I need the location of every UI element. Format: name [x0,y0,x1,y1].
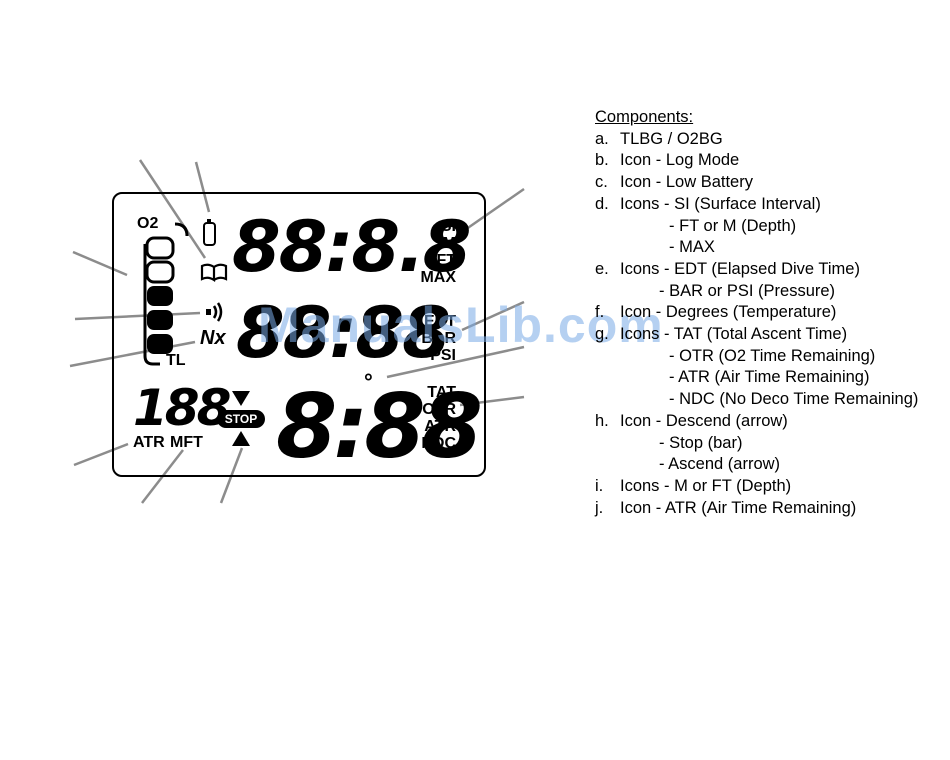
component-text: Icon - Log Mode [620,151,740,170]
component-text: Icons - M or FT (Depth) [620,476,792,495]
component-text: Icons - SI (Surface Interval) [620,194,821,213]
component-letter: f. [595,303,605,322]
label-atr: ATR [133,434,165,451]
components-items: a. TLBG / O2BG b. Icon - Log Mode c. Icon - L… [595,129,918,520]
leader-line-a [72,250,128,277]
unit-si: SI [440,218,456,235]
component-item: a. TLBG / O2BG [595,129,918,151]
component-subtext: - MAX [669,238,715,257]
o2-label: O2 [137,215,159,232]
leader-lines [69,159,525,504]
component-item: f. Icon - Degrees (Temperature) [595,302,918,324]
component-letter: g. [595,325,609,344]
component-text: Icon - Degrees (Temperature) [620,303,837,322]
component-letter: e. [595,259,609,278]
component-letter: h. [595,411,609,430]
component-item: j. Icon - ATR (Air Time Remaining) [595,498,918,520]
components-list: Components: a. TLBG / O2BG b. Icon - Log Mo… [595,107,918,519]
component-item: h. Icon - Descend (arrow) [595,411,918,433]
leader-line-nx [69,340,196,368]
component-text: Icons - EDT (Elapsed Dive Time) [620,259,860,278]
nx-label: Nx [200,327,226,349]
logbook-icon [200,263,228,282]
lcd-diagram: O2 TL Nx 88:8.8 SI M FT MAX 88:88 EDT BA… [0,0,560,560]
degree-icon: ° [364,369,373,394]
watermark: ManualsLib.com [258,297,664,353]
depth-digits: 88:8.8 [232,206,471,288]
component-item: g. Icons - TAT (Total Ascent Time) [595,324,918,346]
component-item: d. Icons - SI (Surface Interval) [595,194,918,216]
component-letter: a. [595,129,609,148]
component-text: Icons - TAT (Total Ascent Time) [620,325,848,344]
component-subtext: - BAR or PSI (Pressure) [659,281,836,300]
leader-line-j [73,442,129,467]
component-item: b. Icon - Log Mode [595,150,918,172]
row2-units: EDT BAR PSI [412,313,456,364]
small-digits: 188 [133,379,231,437]
leader-line-g [459,395,525,407]
unit-max: MAX [420,269,456,286]
leader-line-c [194,161,211,213]
leader-line-e [461,300,525,332]
tl-label: TL [166,352,186,369]
component-subtext: - Ascend (arrow) [659,455,781,474]
unit-psi: PSI [430,347,456,364]
ascend-arrow-icon [232,431,250,446]
component-item: - FT or M (Depth) [595,216,918,238]
label-mft: MFT [170,434,203,451]
lcd-frame [112,192,486,477]
unit-tat: TAT [427,384,456,401]
unit-edt: EDT [424,313,456,330]
components-title: Components: [595,108,694,126]
unit-bar: BAR [421,330,456,347]
component-text: Icon - Low Battery [620,173,753,192]
component-item: i. Icons - M or FT (Depth) [595,476,918,498]
component-letter: i. [595,476,604,495]
leader-line-d [461,187,525,234]
component-item: - MAX [595,237,918,259]
time-digits: 88:88 [236,292,451,374]
alarm-icon [206,302,223,322]
component-subtext: - ATR (Air Time Remaining) [669,368,870,387]
component-item: c. Icon - Low Battery [595,172,918,194]
component-text: TLBG / O2BG [620,129,723,148]
component-item: - BAR or PSI (Pressure) [595,281,918,303]
ascent-time-digits: 8:88 [276,375,483,478]
unit-m: M [442,235,456,252]
component-text: Icon - ATR (Air Time Remaining) [620,498,857,517]
leader-line-b [138,159,207,259]
component-item: - Ascend (arrow) [595,454,918,476]
unit-otr: OTR [422,401,456,418]
component-subtext: - OTR (O2 Time Remaining) [669,346,876,365]
stop-bar-icon: STOP [217,410,265,428]
component-letter: j. [595,498,604,517]
component-item: - OTR (O2 Time Remaining) [595,346,918,368]
component-item: - ATR (Air Time Remaining) [595,367,918,389]
component-item: - Stop (bar) [595,433,918,455]
leader-line-alarm [74,311,201,321]
battery-icon [203,219,216,246]
component-subtext: - NDC (No Deco Time Remaining) [669,390,919,409]
component-subtext: - FT or M (Depth) [669,216,797,235]
row3-units: TAT OTR ATR NDC [414,384,456,452]
row1-units: SI M FT MAX [414,218,456,286]
component-letter: c. [595,173,608,192]
unit-atr: ATR [424,418,456,435]
component-letter: d. [595,194,609,213]
leader-line-f [386,345,525,379]
component-item: - NDC (No Deco Time Remaining) [595,389,918,411]
tank-bargraph [143,222,189,366]
component-text: Icon - Descend (arrow) [620,411,788,430]
component-item: e. Icons - EDT (Elapsed Dive Time) [595,259,918,281]
unit-ft: FT [436,252,456,269]
unit-ndc: NDC [421,435,456,452]
component-letter: b. [595,151,609,170]
descend-arrow-icon [232,391,250,406]
component-subtext: - Stop (bar) [659,433,743,452]
